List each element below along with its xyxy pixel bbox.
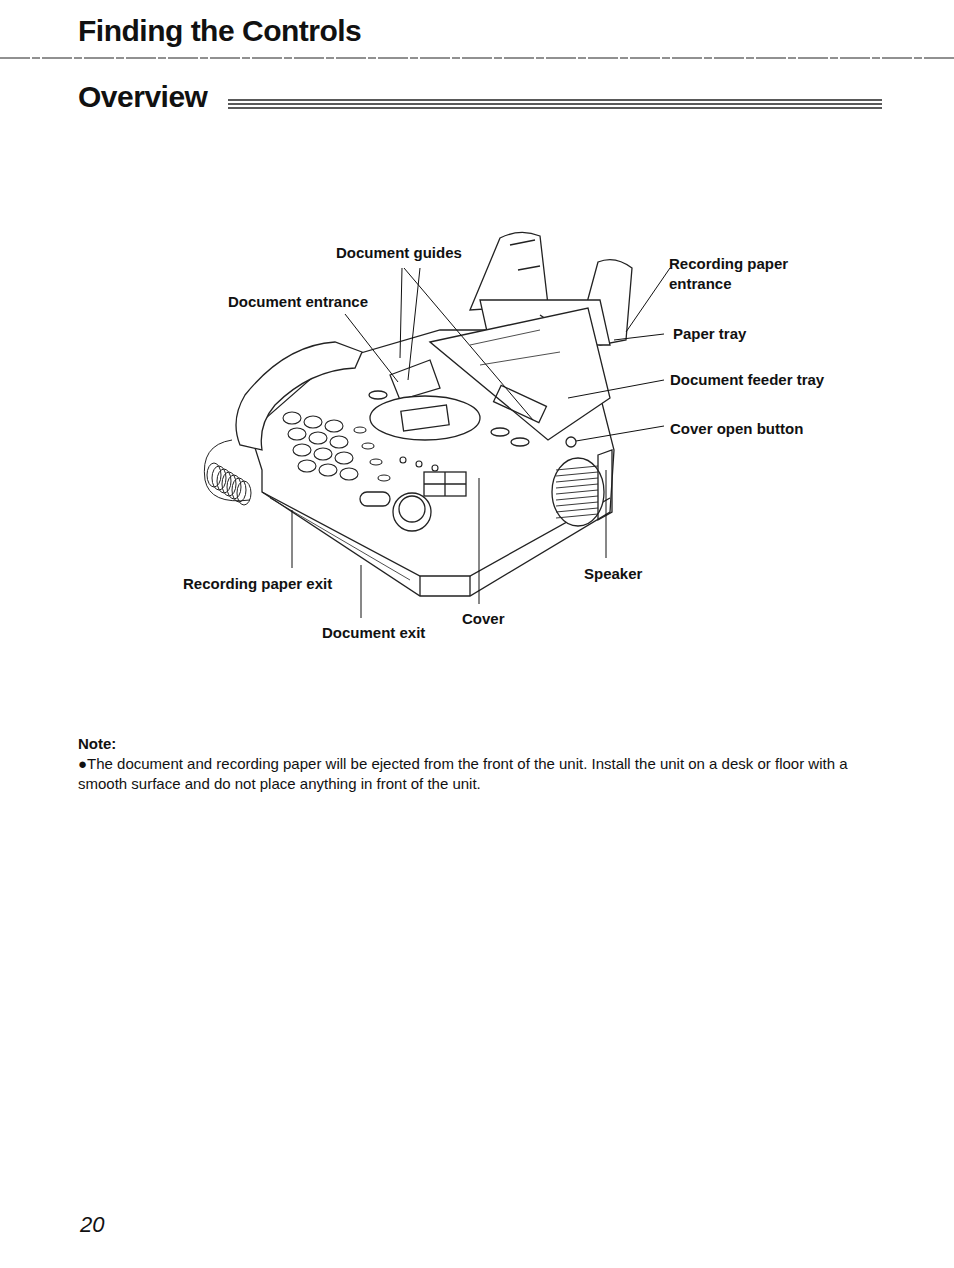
fax-detail	[556, 472, 598, 476]
fax-detail	[227, 475, 241, 499]
fax-detail	[237, 481, 251, 505]
fax-detail	[304, 416, 322, 428]
fax-detail	[325, 420, 343, 432]
fax-detail	[432, 465, 438, 471]
fax-detail	[354, 427, 366, 433]
note-text: ●The document and recording paper will b…	[78, 754, 890, 794]
fax-detail	[556, 478, 598, 482]
part-label: Note:	[78, 734, 116, 754]
fax-detail	[362, 443, 374, 449]
fax-detail	[556, 466, 598, 470]
part-label: Recording paper exit	[183, 574, 332, 594]
part-label: Cover	[462, 609, 505, 629]
part-label: Document exit	[322, 623, 425, 643]
part-label: Document feeder tray	[670, 370, 824, 390]
fax-detail	[556, 490, 598, 494]
fax-detail	[207, 463, 221, 487]
fax-detail	[288, 428, 306, 440]
fax-detail	[298, 460, 316, 472]
fax-detail	[335, 452, 353, 464]
fax-detail	[556, 502, 598, 506]
fax-detail	[330, 436, 348, 448]
fax-detail	[232, 478, 246, 502]
fax-detail	[556, 496, 598, 500]
part-label: Speaker	[584, 564, 642, 584]
fax-detail	[283, 412, 301, 424]
part-label: Document guides	[336, 243, 462, 263]
page-number: 20	[80, 1212, 104, 1238]
section-heading: Overview	[78, 80, 207, 114]
fax-detail	[319, 464, 337, 476]
fax-detail	[293, 444, 311, 456]
part-label: Recording paper entrance	[669, 254, 809, 294]
part-label: Paper tray	[673, 324, 746, 344]
fax-detail	[314, 448, 332, 460]
fax-detail	[370, 459, 382, 465]
fax-detail	[556, 484, 598, 488]
page-title: Finding the Controls	[78, 14, 361, 48]
fax-detail	[556, 514, 598, 518]
fax-detail	[556, 508, 598, 512]
fax-detail	[217, 469, 231, 493]
fax-detail	[378, 475, 390, 481]
fax-detail	[212, 466, 226, 490]
fax-detail	[400, 457, 406, 463]
part-label: Cover open button	[670, 419, 803, 439]
fax-detail	[340, 468, 358, 480]
fax-detail	[222, 472, 236, 496]
fax-detail	[416, 461, 422, 467]
part-label: Document entrance	[228, 292, 368, 312]
fax-detail	[309, 432, 327, 444]
